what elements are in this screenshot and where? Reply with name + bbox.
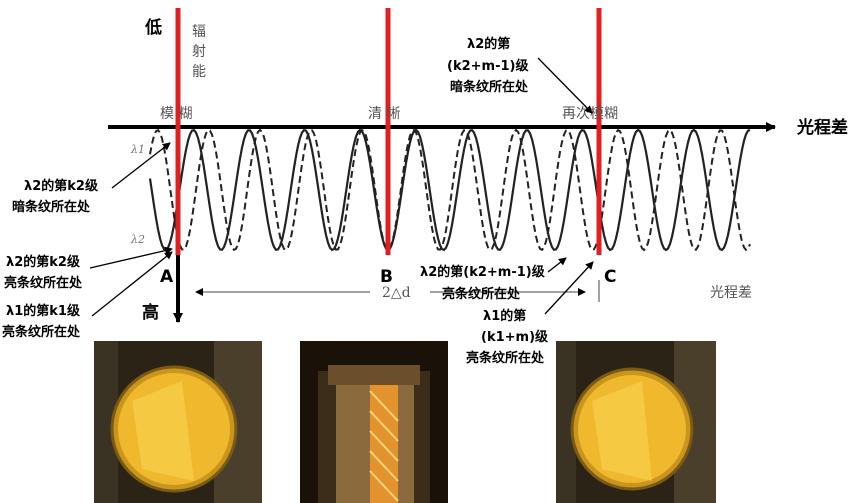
anno-a1-line1: λ2的第k2级 <box>24 178 99 194</box>
anno-a3-pointer <box>91 251 173 317</box>
lambda2-label: λ2 <box>130 233 145 246</box>
anno-ctop-line2: (k2+m-1)级 <box>447 58 529 74</box>
anno-a3-line2: 亮条纹所在处 <box>2 324 81 340</box>
anno-cbot-line2: (k1+m)级 <box>481 329 549 345</box>
lambda1-label: λ1 <box>130 143 145 156</box>
y-axis-low-label: 低 <box>144 17 162 38</box>
y-caption-3: 能 <box>192 64 206 80</box>
caption-clear: 清 晰 <box>368 106 400 122</box>
x-axis-label: 光程差 <box>796 117 848 138</box>
anno-ctop-line3: 暗条纹所在处 <box>450 79 529 95</box>
point-a-label: A <box>160 267 174 287</box>
anno-a1-line2: 暗条纹所在处 <box>12 199 91 215</box>
anno-a1-pointer <box>111 142 171 189</box>
y-axis-high-label: 高 <box>142 302 159 323</box>
photo-blurry-left <box>94 341 262 503</box>
lambda1-wave <box>149 128 751 252</box>
anno-a2-line1: λ2的第k2级 <box>6 254 81 270</box>
photo-blurry-right <box>556 341 716 503</box>
anno-cmid-line1: λ2的第(k2+m-1)级 <box>420 264 546 280</box>
anno-cbot-line3: 亮条纹所在处 <box>466 350 545 366</box>
caption-blurry-again: 再次模糊 <box>562 106 618 122</box>
anno-a3-line1: λ1的第k1级 <box>6 303 81 319</box>
anno-a2-pointer <box>89 246 173 269</box>
anno-a2-line2: 亮条纹所在处 <box>4 275 83 291</box>
y-caption-1: 辐 <box>192 24 206 40</box>
anno-cmid-pointer <box>547 257 567 273</box>
anno-cbot-line1: λ1的第 <box>483 308 526 324</box>
point-b-label: B <box>380 267 393 287</box>
anno-ctop-pointer <box>537 57 593 114</box>
y-caption-2: 射 <box>192 44 206 60</box>
anno-cmid-line2: 亮条纹所在处 <box>442 286 521 302</box>
anno-ctop-line1: λ2的第 <box>467 36 510 52</box>
caption-blurry: 模 糊 <box>160 106 192 122</box>
anno-cbot-pointer <box>544 261 594 315</box>
lower-axis-label: 光程差 <box>710 285 752 301</box>
point-c-label: C <box>604 267 616 287</box>
delta-label: 2△d <box>382 285 411 301</box>
lambda2-wave <box>148 128 751 252</box>
photo-clear-middle <box>300 341 448 503</box>
